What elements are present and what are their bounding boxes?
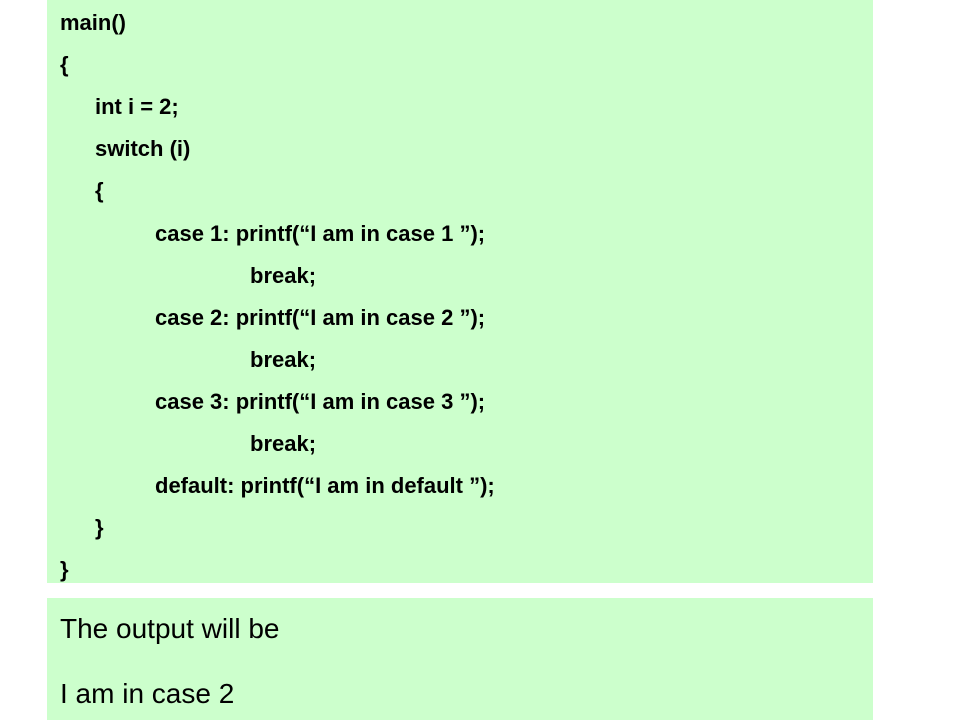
output-panel: The output will be I am in case 2 xyxy=(47,598,873,720)
code-line-open-brace: { xyxy=(60,52,69,77)
code-line-case-3: case 3: printf(“I am in case 3 ”); xyxy=(155,389,486,414)
code-line-declaration: int i = 2; xyxy=(95,94,179,119)
code-line-switch: switch (i) xyxy=(95,136,191,161)
output-heading: The output will be xyxy=(60,613,280,644)
output-result: I am in case 2 xyxy=(60,678,235,709)
code-line-break-2: break; xyxy=(250,347,317,372)
code-line-break-3: break; xyxy=(250,431,317,456)
code-line-switch-close: } xyxy=(95,515,104,540)
code-line-case-1: case 1: printf(“I am in case 1 ”); xyxy=(155,221,486,246)
code-line-case-2: case 2: printf(“I am in case 2 ”); xyxy=(155,305,486,330)
code-line-default: default: printf(“I am in default ”); xyxy=(155,473,495,498)
code-line-switch-brace: { xyxy=(95,178,104,203)
code-line-main: main() xyxy=(60,10,126,35)
code-line-break-1: break; xyxy=(250,263,317,288)
code-panel: main() { int i = 2; switch (i) { case 1:… xyxy=(47,0,873,583)
code-line-close-brace: } xyxy=(60,557,69,582)
